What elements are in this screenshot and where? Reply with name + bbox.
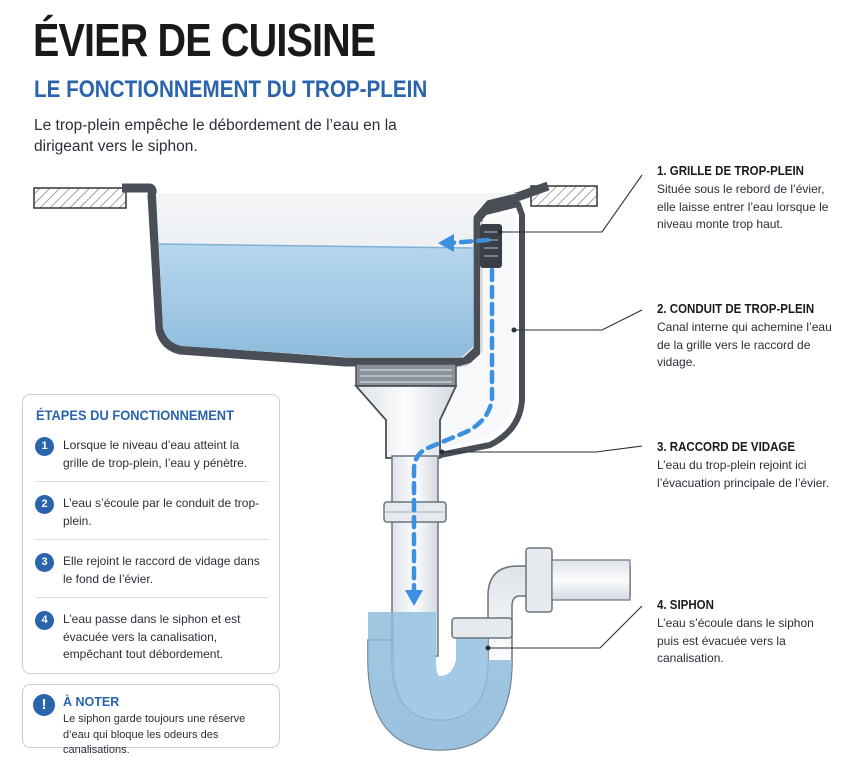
callout-overflow-conduit: 2. CONDUIT DE TROP-PLEIN Canal interne q… (657, 302, 837, 372)
page-subtitle: LE FONCTIONNEMENT DU TROP-PLEIN (34, 76, 428, 103)
countertop-left (33, 187, 127, 209)
overflow-grille (480, 224, 502, 268)
step-number-badge: 1 (35, 437, 54, 456)
slip-nut-trap (451, 617, 513, 639)
sink-bowl (122, 181, 550, 367)
callout-title: 4. SIPHON (657, 598, 714, 612)
callout-text: Située sous le rebord de l’évier, elle l… (657, 182, 829, 231)
callout-text: L’eau s’écoule dans le siphon puis est é… (657, 616, 814, 665)
leader-line-1 (500, 174, 643, 233)
overflow-conduit (439, 201, 525, 458)
step-text: Lorsque le niveau d’eau atteint la grill… (63, 438, 248, 470)
page-title: ÉVIER DE CUISINE (33, 14, 376, 66)
step-text: L’eau passe dans le siphon et est évacué… (63, 612, 241, 661)
callout-drain-connector: 3. RACCORD DE VIDAGE L’eau du trop-plein… (657, 440, 837, 492)
steps-panel: ÉTAPES DU FONCTIONNEMENT 1 Lorsque le ni… (22, 394, 280, 674)
callout-text: L’eau du trop-plein rejoint ici l’évacua… (657, 458, 830, 490)
callout-title: 2. CONDUIT DE TROP-PLEIN (657, 302, 815, 316)
intro-text: Le trop-plein empêche le débordement de … (34, 117, 397, 155)
leader-line-4 (488, 605, 643, 649)
leader-line-2 (514, 309, 643, 331)
callout-overflow-grille: 1. GRILLE DE TROP-PLEIN Située sous le r… (657, 164, 837, 234)
step-text: Elle rejoint le raccord de vidage dans l… (63, 554, 260, 586)
drain-connector (354, 385, 458, 459)
note-title: À NOTER (63, 695, 120, 709)
step-number-badge: 3 (35, 553, 54, 572)
callout-p-trap: 4. SIPHON L’eau s’écoule dans le siphon … (657, 598, 837, 668)
slip-nut-wall (525, 547, 553, 613)
step-number-badge: 2 (35, 495, 54, 514)
note-panel: ! À NOTER Le siphon garde toujours une r… (22, 684, 280, 756)
note-text: Le siphon garde toujours une réserve d’e… (63, 713, 246, 756)
steps-title: ÉTAPES DU FONCTIONNEMENT (36, 407, 234, 423)
step-text: L’eau s’écoule par le conduit de trop-pl… (63, 496, 260, 528)
leader-line-3 (442, 445, 643, 453)
exclamation-icon: ! (33, 694, 55, 716)
step-number-badge: 4 (35, 611, 54, 630)
callout-title: 1. GRILLE DE TROP-PLEIN (657, 164, 804, 178)
bowl-water (159, 244, 473, 357)
wall-drain-pipe (551, 559, 631, 601)
callout-title: 3. RACCORD DE VIDAGE (657, 440, 796, 454)
callout-text: Canal interne qui achemine l’eau de la g… (657, 320, 832, 369)
flow-arrow-icon (411, 237, 495, 599)
